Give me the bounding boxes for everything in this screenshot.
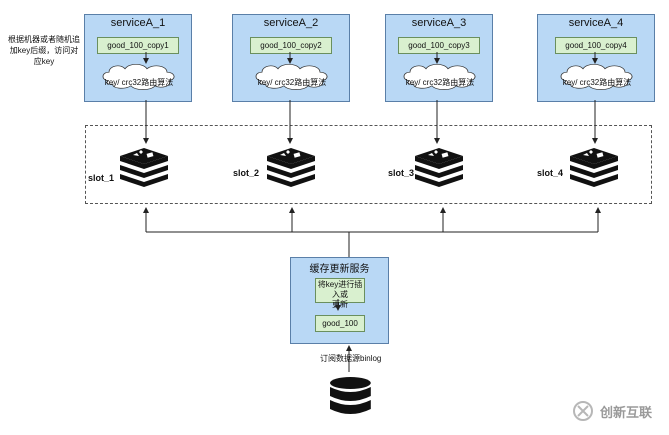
copy-key-box: good_100_copy2 xyxy=(250,37,332,54)
service-box-1: serviceA_1 good_100_copy1 xyxy=(84,14,192,102)
redis-icon-4 xyxy=(570,148,618,187)
copy-key-box: good_100_copy4 xyxy=(555,37,637,54)
watermark-text: 创新互联 xyxy=(600,405,653,420)
slot-label-3: slot_3 xyxy=(388,168,415,178)
cloud-label-3: key/ crc32路由算法 xyxy=(405,78,475,87)
update-key-line1: 将key进行插入或 xyxy=(317,280,363,299)
slot-label-1: slot_1 xyxy=(88,173,115,183)
slot-label-2: slot_2 xyxy=(233,168,260,178)
routing-note-line2: 加key后缀，访问对 xyxy=(9,46,79,55)
copy-key-box: good_100_copy1 xyxy=(97,37,179,54)
service-title: serviceA_1 xyxy=(110,17,166,29)
redis-slot-region xyxy=(85,125,652,204)
update-key-line2: 更新 xyxy=(332,300,348,309)
routing-note: 根据机器或者随机追 加key后缀，访问对 应key xyxy=(4,34,84,67)
service-title: serviceA_4 xyxy=(568,17,624,29)
watermark-logo-icon xyxy=(573,401,593,421)
cloud-label-1: key/ crc32路由算法 xyxy=(104,78,174,87)
database-icon xyxy=(330,377,371,414)
cache-update-service-box: 缓存更新服务 将key进行插入或 更新 good_100 xyxy=(290,257,389,344)
copy-key-box: good_100_copy3 xyxy=(398,37,480,54)
base-key-box: good_100 xyxy=(315,315,365,332)
routing-note-line3: 应key xyxy=(33,57,55,66)
cache-service-title: 缓存更新服务 xyxy=(309,264,370,275)
redis-icon-2 xyxy=(267,148,315,187)
service-title: serviceA_3 xyxy=(411,17,467,29)
service-title: serviceA_2 xyxy=(263,17,319,29)
cloud-label-2: key/ crc32路由算法 xyxy=(257,78,327,87)
cloud-label-4: key/ crc32路由算法 xyxy=(562,78,632,87)
redis-icon-1 xyxy=(120,148,168,187)
update-key-box: 将key进行插入或 更新 xyxy=(315,278,365,309)
slot-label-4: slot_4 xyxy=(537,168,564,178)
redis-icon-3 xyxy=(415,148,463,187)
binlog-label: 订阅数据源binlog xyxy=(320,354,382,363)
routing-note-line1: 根据机器或者随机追 xyxy=(8,35,80,44)
